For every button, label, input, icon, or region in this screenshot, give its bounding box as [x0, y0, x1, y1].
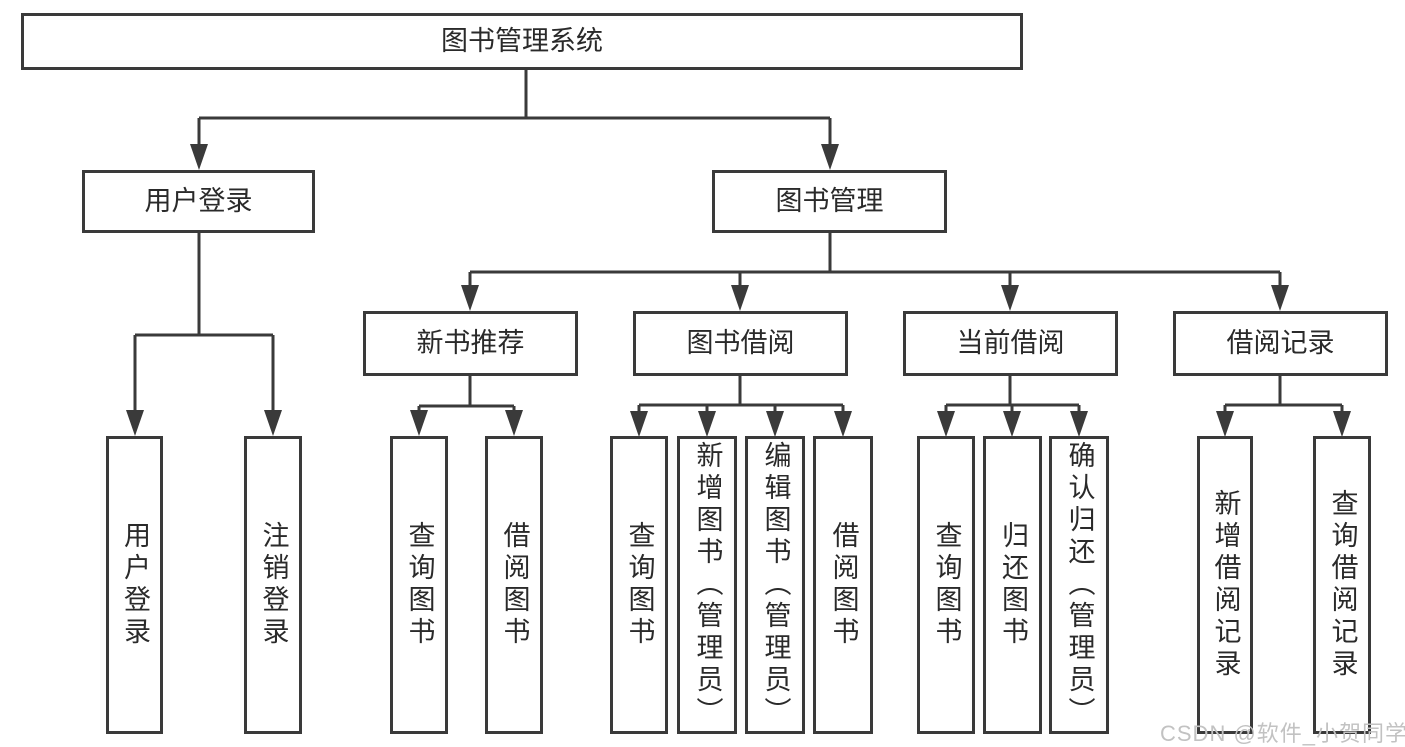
node-label: 新增图书（管理员）	[692, 441, 723, 729]
node-label: 借阅图书	[828, 521, 859, 649]
node-root-library-system: 图书管理系统	[21, 13, 1023, 70]
leaf-borrow-edit-book-admin: 编辑图书（管理员）	[745, 436, 805, 734]
leaf-borrow-query-book: 查询图书	[610, 436, 668, 734]
leaf-borrow-borrow-book: 借阅图书	[813, 436, 873, 734]
node-label: 编辑图书（管理员）	[760, 441, 791, 729]
node-label: 查询图书	[404, 521, 435, 649]
node-label: 新增借阅记录	[1210, 489, 1241, 681]
node-label: 图书管理	[775, 186, 884, 216]
arrowhead-icons	[126, 144, 1351, 437]
leaf-logout: 注销登录	[244, 436, 302, 734]
leaf-current-confirm-return-admin: 确认归还（管理员）	[1049, 436, 1109, 734]
csdn-watermark: CSDN @软件_小贺同学	[1160, 721, 1405, 746]
leaf-recommend-borrow-book: 借阅图书	[485, 436, 543, 734]
leaf-records-add-record: 新增借阅记录	[1197, 436, 1253, 734]
leaf-recommend-query-book: 查询图书	[390, 436, 448, 734]
node-label: 借阅图书	[499, 521, 530, 649]
node-label: 用户登录	[120, 521, 150, 649]
node-label: 图书管理系统	[441, 26, 603, 56]
node-label: 新书推荐	[416, 328, 525, 358]
node-label: 借阅记录	[1226, 328, 1335, 358]
node-book-management: 图书管理	[712, 170, 947, 233]
node-label: 归还图书	[998, 521, 1028, 649]
node-borrow-records: 借阅记录	[1173, 311, 1388, 376]
leaf-current-query-book: 查询图书	[917, 436, 975, 734]
node-label: 用户登录	[144, 186, 253, 216]
node-label: 当前借阅	[956, 328, 1065, 358]
node-label: 确认归还（管理员）	[1064, 441, 1095, 729]
node-current-borrow: 当前借阅	[903, 311, 1118, 376]
leaf-records-query-record: 查询借阅记录	[1313, 436, 1371, 734]
node-label: 图书借阅	[686, 328, 795, 358]
leaf-borrow-add-book-admin: 新增图书（管理员）	[677, 436, 737, 734]
node-label: 查询借阅记录	[1327, 489, 1358, 681]
node-label: 查询图书	[931, 521, 962, 649]
leaf-user-login: 用户登录	[106, 436, 163, 734]
leaf-current-return-book: 归还图书	[983, 436, 1042, 734]
node-label: 注销登录	[258, 521, 289, 649]
node-new-book-recommend: 新书推荐	[363, 311, 578, 376]
node-user-login: 用户登录	[82, 170, 315, 233]
node-book-borrow: 图书借阅	[633, 311, 848, 376]
node-label: 查询图书	[624, 521, 655, 649]
